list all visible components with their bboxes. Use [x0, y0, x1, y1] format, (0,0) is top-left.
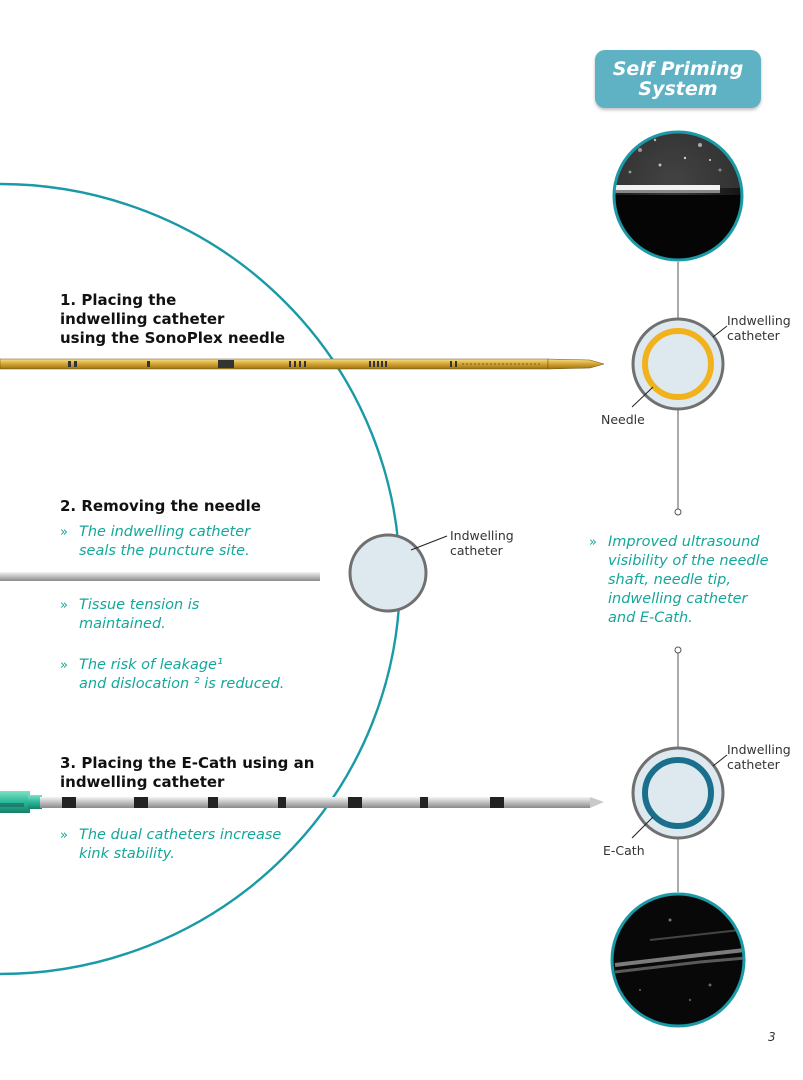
step-1-title: 1. Placing the indwelling catheter using…	[60, 291, 285, 348]
label-line: Indwelling	[450, 528, 514, 543]
indwelling-catheter-bar	[0, 572, 320, 581]
step-2-bullet: » The indwelling catheter seals the punc…	[60, 523, 250, 561]
right-bullet: » Improved ultrasound visibility of the …	[589, 533, 789, 628]
label-line: catheter	[727, 757, 780, 772]
needle-cross-section	[631, 317, 728, 411]
label-line: Indwelling	[727, 313, 791, 328]
catheter-cross-section	[348, 533, 428, 613]
bullet-line: maintained.	[79, 616, 166, 632]
step-3-title-line: indwelling catheter	[60, 773, 225, 791]
bullet-line: The indwelling catheter	[79, 524, 251, 540]
label-line: Indwelling	[727, 742, 791, 757]
bullet-line: Tissue tension is	[79, 597, 200, 613]
step-2-title: 2. Removing the needle	[60, 497, 261, 515]
ultrasound-image-bottom	[610, 892, 746, 1028]
bullet-chevron-icon: »	[60, 525, 68, 540]
indwelling-catheter-label-bottom: Indwelling catheter	[727, 742, 791, 772]
step-3-title: 3. Placing the E-Cath using an indwellin…	[60, 754, 314, 792]
ecath-assembly	[0, 791, 604, 813]
bullet-chevron-icon: »	[60, 658, 68, 673]
page-number: 3	[768, 1030, 776, 1044]
needle-label: Needle	[601, 412, 645, 427]
bullet-line: The risk of leakage¹	[79, 657, 223, 673]
step-1-title-line: indwelling catheter	[60, 310, 225, 328]
step-2-bullet: » The risk of leakage¹ and dislocation ²…	[60, 656, 284, 694]
indwelling-catheter-label-mid: Indwelling catheter	[450, 528, 514, 558]
self-priming-badge: Self Priming System	[595, 50, 761, 108]
indwelling-catheter-label-top: Indwelling catheter	[727, 313, 791, 343]
ultrasound-image-top	[612, 130, 744, 262]
bullet-line: The dual catheters increase	[79, 827, 282, 843]
step-1-title-line: 1. Placing the	[60, 291, 177, 309]
bullet-line: kink stability.	[79, 846, 175, 862]
bullet-line: Improved ultrasound	[608, 534, 760, 550]
bullet-chevron-icon: »	[589, 535, 597, 550]
bullet-line: and dislocation ² is reduced.	[79, 676, 285, 692]
step-1-title-line: using the SonoPlex needle	[60, 329, 286, 347]
badge-line-2: System	[638, 78, 718, 100]
step-3-bullet: » The dual catheters increase kink stabi…	[60, 826, 281, 864]
step-3-title-line: 3. Placing the E-Cath using an	[60, 754, 315, 772]
bullet-line: visibility of the needle	[608, 553, 769, 569]
bullet-chevron-icon: »	[60, 598, 68, 613]
bullet-line: indwelling catheter	[608, 591, 748, 607]
ecath-label: E-Cath	[603, 843, 645, 858]
bullet-line: seals the puncture site.	[79, 543, 250, 559]
bullet-chevron-icon: »	[60, 828, 68, 843]
label-line: catheter	[727, 328, 780, 343]
step-2-bullet: » Tissue tension is maintained.	[60, 596, 199, 634]
badge-line-1: Self Priming	[612, 58, 744, 80]
bullet-line: shaft, needle tip,	[608, 572, 731, 588]
label-line: catheter	[450, 543, 503, 558]
sonoplex-needle	[0, 358, 605, 370]
ecath-cross-section	[631, 746, 728, 840]
bullet-line: and E-Cath.	[608, 610, 693, 626]
